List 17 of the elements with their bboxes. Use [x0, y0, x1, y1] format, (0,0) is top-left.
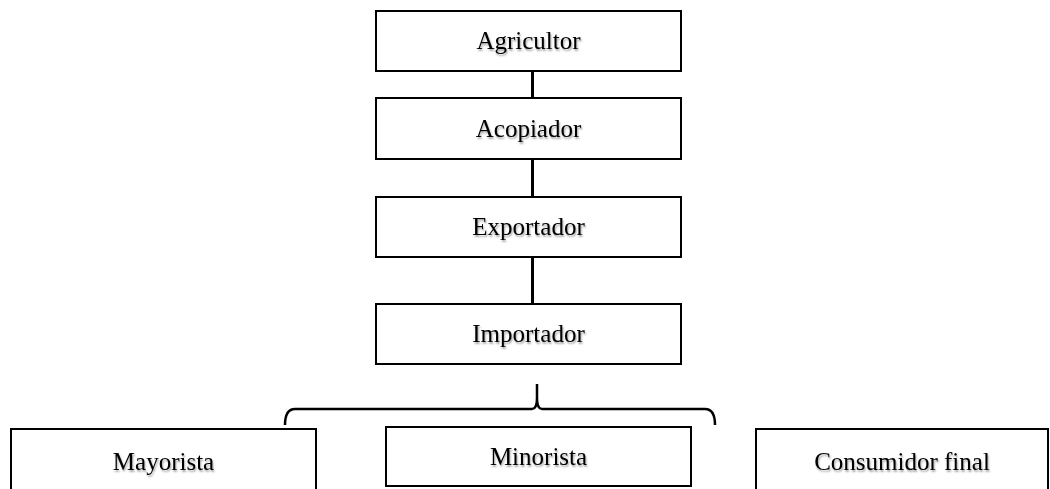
connector-line [531, 72, 534, 97]
box-label: Minorista [489, 442, 588, 471]
process-box [375, 97, 682, 160]
box-label: Exportador [472, 213, 585, 241]
process-box [375, 10, 682, 72]
box-label: Mayorista [112, 448, 215, 476]
connector-line [531, 258, 534, 303]
process-box [375, 196, 682, 258]
box-label: Importador [472, 320, 585, 348]
process-box [385, 426, 692, 487]
process-box [755, 428, 1049, 489]
box-label: Agricultor [476, 27, 581, 55]
process-box [10, 428, 317, 489]
connector-line [531, 160, 534, 196]
box-label: Acopiador [475, 114, 582, 143]
process-box [375, 303, 682, 365]
box-label: Consumidor final [814, 448, 990, 476]
